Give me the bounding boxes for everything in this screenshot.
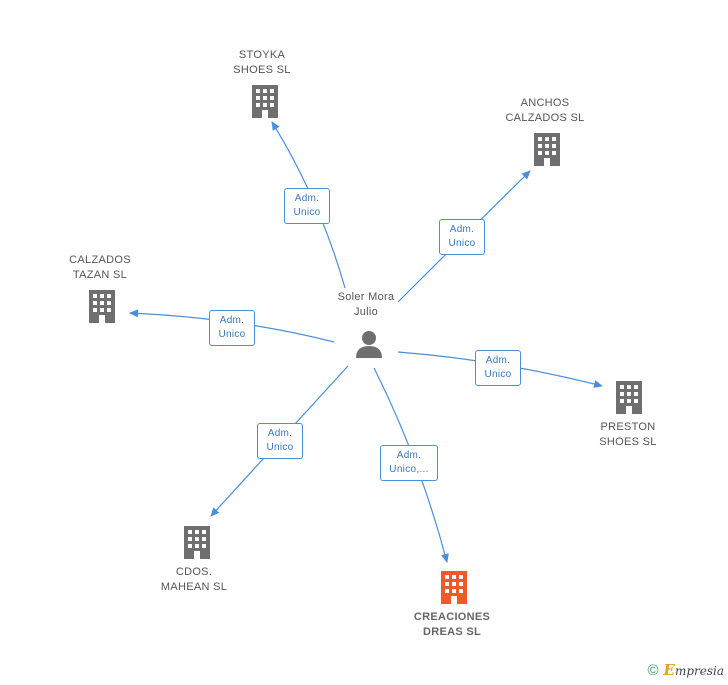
footer-brand: © Empresia bbox=[647, 661, 724, 679]
edge-label-stoyka[interactable]: Adm. Unico bbox=[284, 188, 330, 224]
building-icon[interactable] bbox=[85, 289, 119, 323]
edge-label-tazan[interactable]: Adm. Unico bbox=[209, 310, 255, 346]
copyright-icon: © bbox=[647, 661, 659, 679]
edge-label-preston[interactable]: Adm. Unico bbox=[475, 350, 521, 386]
person-name: Soler Mora Julio bbox=[337, 291, 395, 318]
building-icon[interactable] bbox=[530, 132, 564, 166]
company-label-anchos[interactable]: ANCHOS CALZADOS SL bbox=[505, 97, 585, 124]
person-icon[interactable] bbox=[354, 328, 384, 358]
building-icon[interactable] bbox=[612, 380, 646, 414]
company-label-stoyka[interactable]: STOYKA SHOES SL bbox=[233, 49, 291, 76]
edge-label-mahean[interactable]: Adm. Unico bbox=[257, 423, 303, 459]
edge-label-creaciones[interactable]: Adm. Unico,... bbox=[380, 445, 438, 481]
building-icon[interactable] bbox=[248, 84, 282, 118]
company-label-creaciones[interactable]: CREACIONES DREAS SL bbox=[413, 611, 491, 638]
edge-label-anchos[interactable]: Adm. Unico bbox=[439, 219, 485, 255]
building-icon-highlight[interactable] bbox=[437, 570, 471, 604]
building-icon[interactable] bbox=[180, 525, 214, 559]
company-label-mahean[interactable]: CDOS. MAHEAN SL bbox=[160, 566, 228, 593]
company-label-preston[interactable]: PRESTON SHOES SL bbox=[599, 421, 657, 448]
brand-logo: Empresia bbox=[663, 661, 725, 679]
company-label-tazan[interactable]: CALZADOS TAZAN SL bbox=[69, 254, 131, 281]
